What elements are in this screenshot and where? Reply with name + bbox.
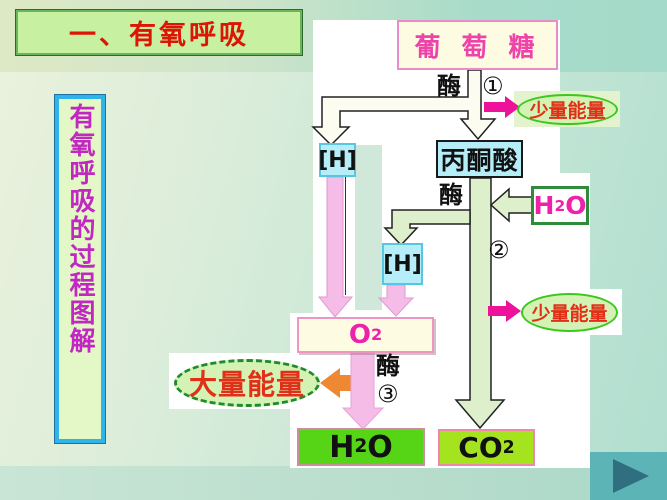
oxygen-formula: O: [348, 320, 371, 350]
pyruvate-box: 丙酮酸: [436, 140, 523, 178]
step-1-label: ①: [482, 72, 504, 100]
hydrogen-carrier-box-2: [H]: [382, 243, 423, 285]
pyruvate-label: 丙酮酸: [440, 146, 519, 175]
water-out-formula: H: [329, 429, 355, 465]
energy-large-ellipse: 大量能量: [174, 359, 320, 407]
water-out-formula-tail: O: [367, 429, 393, 465]
hydrogen-carrier-label-1: [H]: [318, 147, 357, 173]
enzyme-label-1: 酶: [437, 72, 461, 100]
glucose-box: 葡 萄 糖: [397, 20, 558, 70]
panel-gap-strip: [355, 145, 382, 310]
step-3-label: ③: [377, 380, 399, 408]
energy-small-ellipse-1: 少量能量: [517, 94, 618, 125]
background-bottom-strip: [0, 466, 667, 500]
energy-small-ellipse-2: 少量能量: [521, 293, 618, 332]
co2-formula: CO: [458, 431, 503, 464]
play-icon: [612, 459, 649, 493]
hydrogen-carrier-box-1: [H]: [318, 143, 357, 177]
hydrogen-carrier-label-2: [H]: [383, 251, 422, 277]
energy-small-label-1: 少量能量: [529, 100, 606, 122]
side-label-box: 有氧呼吸的过程图解: [54, 94, 106, 444]
water-in-formula-tail: O: [565, 191, 587, 220]
enzyme-label-3: 酶: [376, 352, 400, 380]
next-slide-button[interactable]: [590, 452, 667, 500]
energy-large-label: 大量能量: [188, 368, 305, 401]
step-2-label: ②: [488, 236, 510, 264]
side-label: 有氧呼吸的过程图解: [65, 103, 95, 355]
water-in-formula: H: [533, 191, 555, 220]
slide-title: 一、有氧呼吸: [69, 20, 249, 51]
enzyme-label-2: 酶: [439, 181, 463, 209]
glucose-label: 葡 萄 糖: [414, 32, 541, 63]
slide-title-box: 一、有氧呼吸: [15, 9, 303, 56]
energy-small-label-2: 少量能量: [531, 303, 608, 325]
